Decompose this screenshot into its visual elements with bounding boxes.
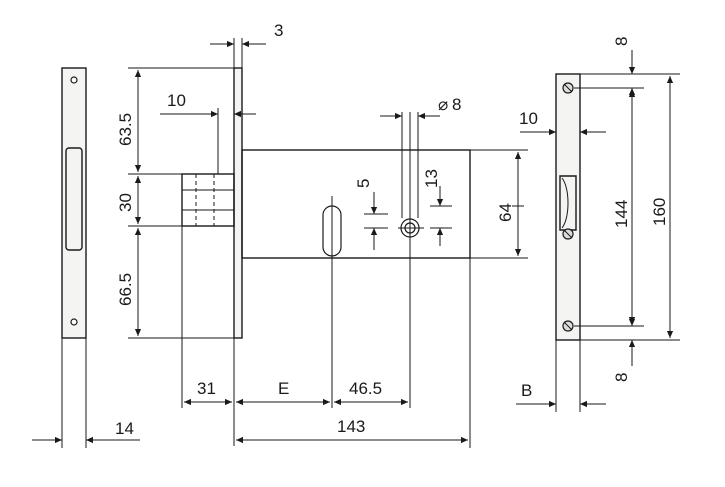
faceplate-side [233,67,243,339]
latch-bolt [181,173,235,227]
dim-latch-projection: 10 [167,91,186,110]
dim-strike-hole-spacing: 144 [612,200,631,228]
dim-faceplate-thickness: 3 [274,21,283,40]
dim-group-strike-width: B [516,340,606,412]
dim-group-horizontal-bottom: 31 E 46.5 [181,226,408,446]
dim-group-case-depth: 143 [236,258,471,448]
dim-faceplate-width: 14 [115,419,134,438]
dim-group-faceplate-thickness: 3 [210,21,283,68]
lock-case [241,149,471,259]
dim-diameter-symbol: ⌀ [438,95,448,114]
lock-side-view [181,67,471,408]
dim-group-cylinder-gap: 5 [354,179,388,250]
dim-group-latch-projection: 10 [160,91,256,174]
dim-top-to-latch: 63.5 [116,113,135,146]
dim-strike-bottom-margin: 8 [612,373,631,382]
strike-plate-view [555,73,581,341]
dim-backset: 31 [197,379,216,398]
dim-latch-height: 30 [116,193,135,212]
dim-group-strike-projection: 10 [519,109,606,136]
dim-spindle-offset: 13 [422,169,441,188]
dim-cylinder-gap: 5 [354,179,373,188]
dim-case-depth: 143 [337,417,365,436]
dim-strike-projection: 10 [519,109,538,128]
dim-group-strike-vertical: 8 144 160 8 [574,37,680,382]
dim-backset-label: E [278,379,289,398]
dim-keyhole-diameter: 8 [452,95,461,114]
dim-strike-top-margin: 8 [612,37,631,46]
dim-group-case-height: 64 [470,149,528,259]
faceplate-bottom-hole [70,318,78,326]
dim-center-distance: 46.5 [349,379,382,398]
faceplate-front-view: 14 [32,67,140,448]
dim-strike-length: 160 [650,198,669,226]
dim-group-keyhole-diameter: ⌀ 8 [380,95,461,218]
dim-latch-to-bottom: 66.5 [116,273,135,306]
dim-group-vertical-latch: 63.5 30 66.5 [116,67,234,339]
dim-case-height: 64 [496,203,515,222]
faceplate-top-hole [70,76,78,84]
dim-group-spindle-offset: 13 [422,169,452,246]
dim-strike-width: B [521,381,532,400]
